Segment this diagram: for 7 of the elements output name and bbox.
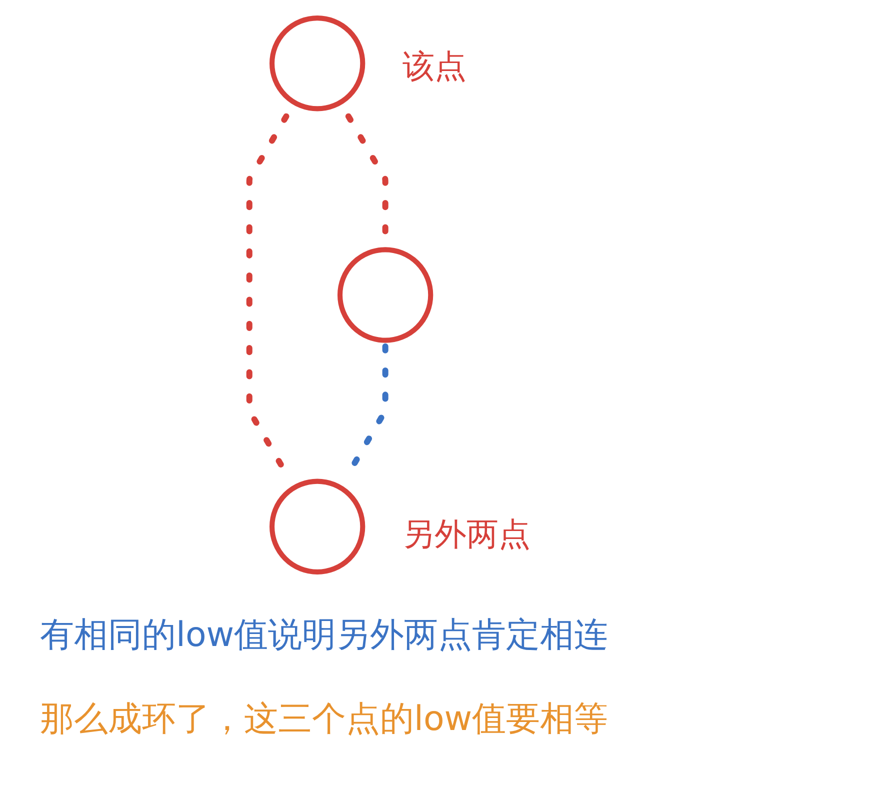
circle-node bbox=[270, 16, 366, 112]
note-text: 有相同的low值说明另外两点肯定相连 bbox=[40, 614, 608, 657]
circle-node bbox=[337, 247, 434, 343]
circle-node bbox=[270, 478, 366, 574]
note-text: 那么成环了，这三个点的low值要相等 bbox=[40, 698, 608, 741]
note-text: 另外两点 bbox=[402, 514, 531, 556]
annotation-text: 该点 bbox=[402, 46, 467, 88]
